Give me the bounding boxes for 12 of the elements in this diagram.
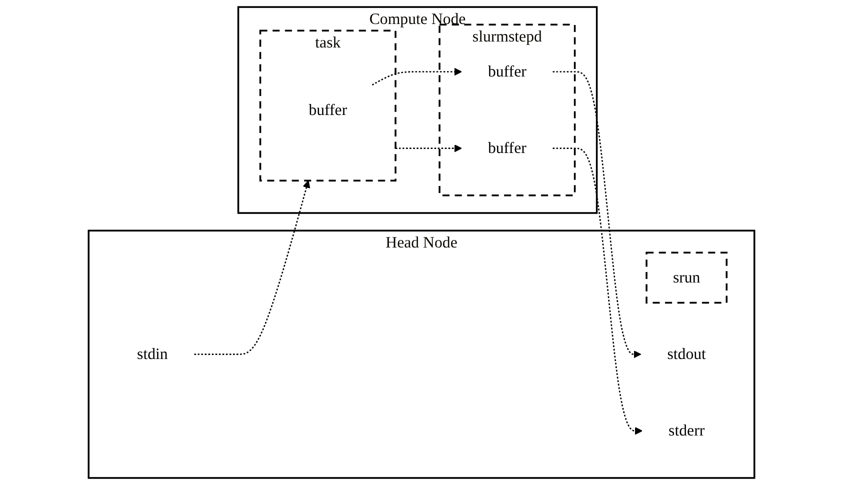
- node-text: stdin: [137, 345, 168, 363]
- arrow: [552, 71, 642, 358]
- arrow: [552, 148, 642, 435]
- node-text: stderr: [668, 422, 705, 440]
- arrow: [372, 68, 462, 86]
- node-text: stdout: [667, 345, 706, 363]
- node-text: buffer: [308, 100, 348, 118]
- arrow: [194, 180, 310, 355]
- node-box: srun: [646, 252, 728, 304]
- node-text: buffer: [488, 62, 526, 80]
- arrow: [396, 144, 462, 152]
- node-text: buffer: [488, 139, 526, 157]
